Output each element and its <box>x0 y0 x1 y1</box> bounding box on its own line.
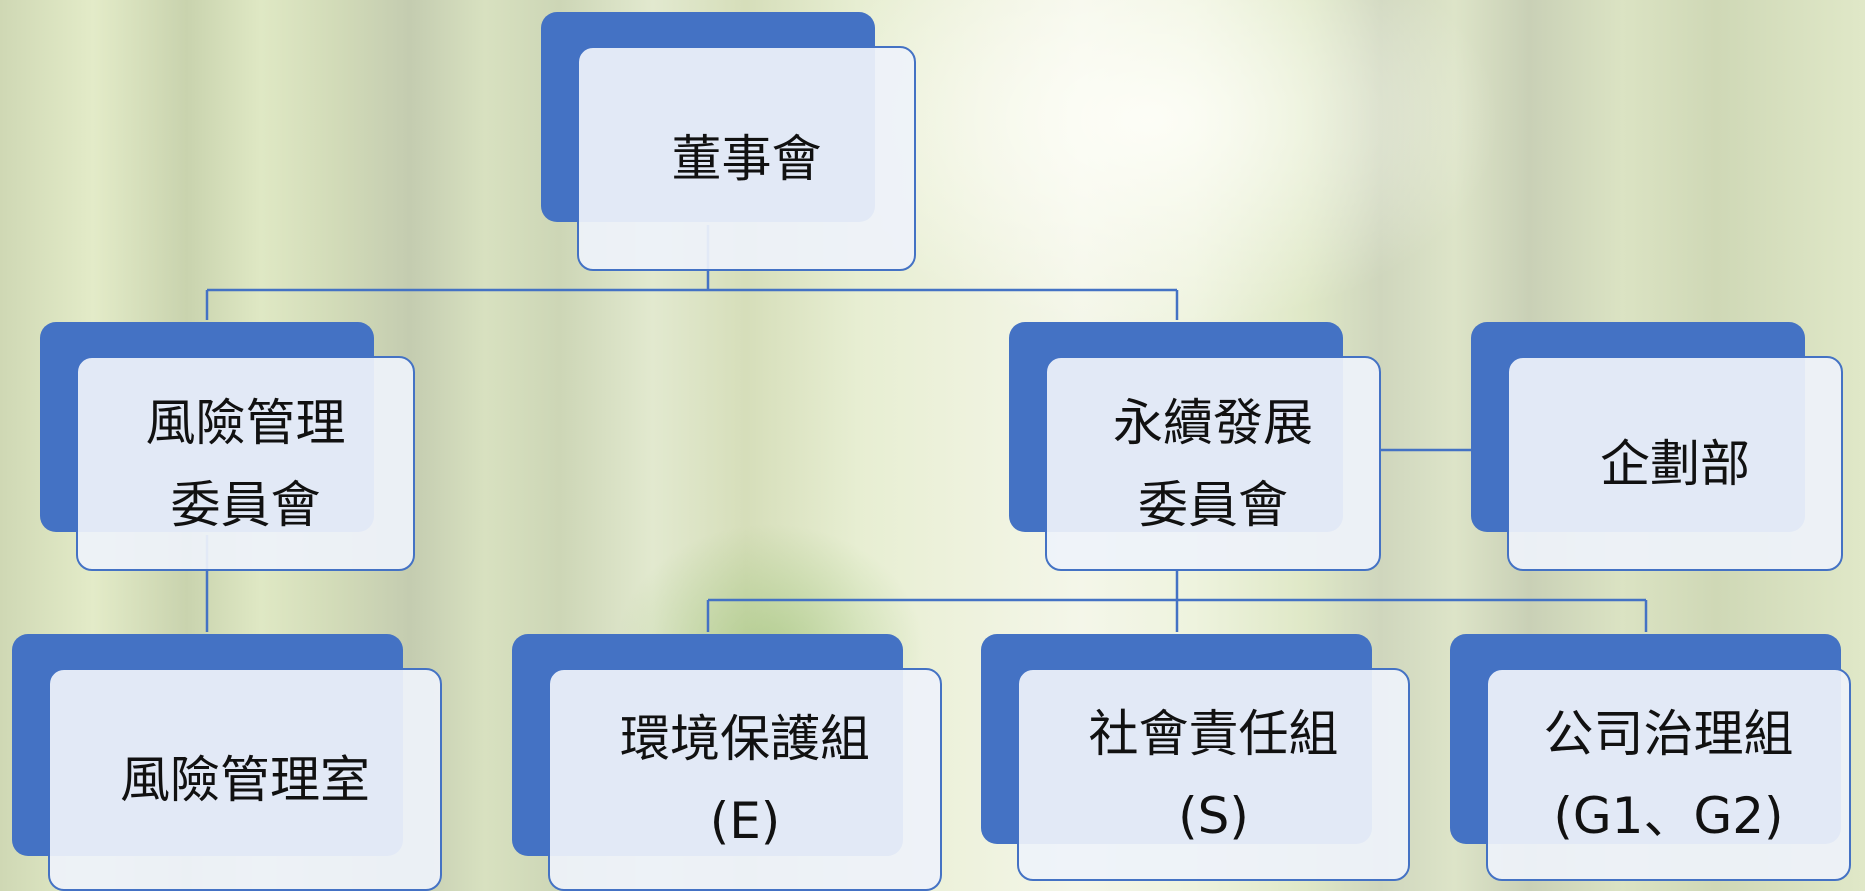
node-governance-group-box: 公司治理組 (G1、G2) <box>1486 668 1851 881</box>
node-risk-committee-box: 風險管理 委員會 <box>76 356 415 571</box>
node-risk-office-text-1: 風險管理室 <box>120 750 370 809</box>
node-sustainability-committee-box: 永續發展 委員會 <box>1045 356 1381 571</box>
node-env-group-text-1: 環境保護組 <box>620 709 870 768</box>
node-social-group-text-2: (S) <box>1178 786 1249 845</box>
node-env-group-box: 環境保護組 (E) <box>548 668 942 891</box>
node-governance-group-text-1: 公司治理組 <box>1543 704 1794 763</box>
node-risk-office-box: 風險管理室 <box>48 668 442 891</box>
node-social-group-box: 社會責任組 (S) <box>1017 668 1410 881</box>
node-governance-group-text-2: (G1、G2) <box>1553 786 1784 845</box>
node-social-group-text-1: 社會責任組 <box>1088 704 1339 763</box>
node-risk-committee-text-1: 風險管理 <box>145 393 346 452</box>
node-board-text-1: 董事會 <box>671 129 822 188</box>
node-planning-dept-text-1: 企劃部 <box>1600 434 1750 493</box>
node-sustainability-committee-text-2: 委員會 <box>1138 475 1288 534</box>
node-risk-committee-text-2: 委員會 <box>170 475 321 534</box>
node-sustainability-committee-text-1: 永續發展 <box>1113 393 1313 452</box>
node-env-group-text-2: (E) <box>709 791 781 850</box>
node-board-box: 董事會 <box>577 46 916 271</box>
node-planning-dept-box: 企劃部 <box>1507 356 1843 571</box>
